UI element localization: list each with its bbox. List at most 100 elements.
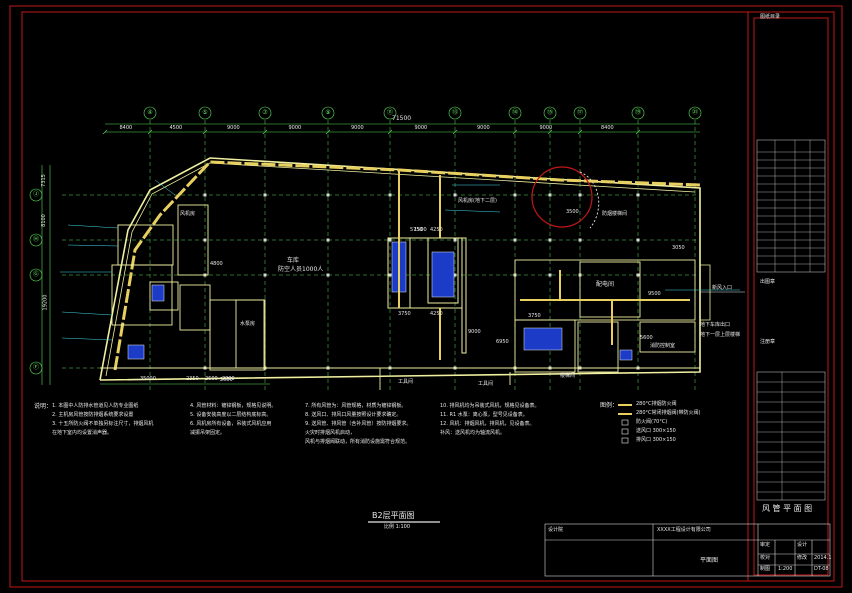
misc-dimension-value: 4250	[430, 227, 443, 233]
structural-column	[263, 238, 267, 242]
column-axis-bubble	[258, 106, 272, 120]
dimension-tick	[202, 129, 208, 135]
title-company: 设计院	[548, 527, 564, 533]
structural-column	[636, 273, 640, 277]
note-line: 12. 风机：排烟风机，排风机，见设备表。	[440, 421, 535, 427]
misc-dimension-value: 5600	[640, 335, 653, 341]
top-dimension-value: 4500	[169, 125, 183, 131]
dimension-tick	[635, 129, 641, 135]
structural-column	[326, 193, 330, 197]
drawing-list-rows	[757, 140, 825, 272]
structural-column	[548, 238, 552, 242]
column-axis-bubble	[383, 106, 397, 120]
shaft-ducts	[398, 170, 441, 360]
column-axis-bubble	[573, 106, 587, 120]
column-axis-bubble	[143, 106, 157, 120]
main-supply-duct	[113, 160, 701, 371]
column-axis-bubble	[631, 106, 645, 120]
title-drawn: 制图	[760, 566, 771, 572]
plan-subtitle: 比例 1:100	[384, 524, 410, 530]
row-axis-label: Ⓙ	[32, 191, 39, 198]
plan-title: B2层平面图	[372, 511, 415, 520]
column-axis-bubble	[198, 106, 212, 120]
note-line: 在地下室内均设置消声器。	[52, 430, 113, 436]
title-date: 2014.1	[814, 555, 832, 561]
structural-column	[513, 238, 517, 242]
column-axis-label: ㉑	[691, 109, 698, 116]
drawing-list-table	[756, 139, 826, 273]
note-line: 5. 设备安装高度以二层结构底标高。	[190, 412, 272, 418]
note-line: 火灾时排烟风机启动，	[305, 430, 356, 436]
dimension-tick	[147, 129, 153, 135]
room-label-corridor: 工具间	[398, 379, 414, 385]
note-line: 7. 所有风管为：风管规格，材质为镀锌钢板。	[305, 403, 407, 409]
right-inner-box	[753, 17, 829, 576]
misc-dimension-value: 3750	[528, 313, 541, 319]
room-label-water-pump: 水泵房	[240, 321, 256, 327]
dimension-tick	[102, 129, 108, 135]
structural-column	[326, 238, 330, 242]
structural-columns	[203, 193, 640, 370]
dimension-tick	[512, 129, 518, 135]
structural-column	[548, 273, 552, 277]
bottom-dimension-value: 2600	[205, 376, 218, 382]
misc-dimension-value: 3050	[672, 245, 685, 251]
dimension-tick	[547, 129, 553, 135]
room-label-fan-room-a: 风机房(地下二层)	[458, 198, 497, 204]
row-axis-label: Ⓗ	[32, 236, 39, 243]
note-line: 1. 本图中人防排水管道见人防专业图纸	[52, 403, 139, 409]
room-label-ramp-up: 地下一层上层楼梯	[700, 332, 741, 338]
legend-heading: 图例：	[600, 402, 619, 409]
vertical-grid-axes	[149, 120, 696, 390]
column-axis-label: ⑪	[386, 109, 393, 116]
note-line: 11. R1 水泵：离心泵，型号见设备表。	[440, 412, 528, 418]
top-dimension-value: 8400	[601, 125, 614, 131]
outer-frame	[9, 5, 843, 588]
title-drawing: 平面图	[700, 557, 719, 564]
note-line: 3. 十五所防火阀不单独另标注尺寸，排烟风机	[52, 421, 154, 427]
top-total-dimension: 71500	[392, 115, 412, 122]
column-axis-label: ⑰	[576, 109, 583, 116]
dimension-tick	[325, 129, 331, 135]
building-outline	[99, 157, 701, 381]
structural-column	[453, 273, 457, 277]
column-axis-label: ④	[147, 109, 153, 116]
top-dimension-value: 9000	[539, 125, 553, 131]
column-axis-label: ⑭	[511, 109, 518, 116]
note-line: 补风：送风机均为轴流风机。	[440, 430, 506, 436]
top-dimension-value: 9000	[227, 125, 240, 131]
row-axis-label: Ⓕ	[32, 364, 39, 371]
column-axis-bubble	[448, 106, 462, 120]
drawing-big-title: 风 管 平 面 图	[762, 504, 813, 513]
right-stamp-mid: 出图章	[760, 279, 776, 285]
room-label-air-entry: 新风入口	[712, 285, 733, 291]
misc-dimension-value: 9500	[648, 291, 661, 297]
title-approval: 审定	[760, 542, 771, 548]
note-line: 4. 风管材料：镀锌钢板，规格见说明。	[190, 403, 277, 409]
bottom-dimension-value: 2350	[186, 376, 199, 382]
structural-column	[453, 238, 457, 242]
dimension-tick	[452, 129, 458, 135]
misc-dimension-value: 1500	[414, 227, 427, 233]
title-design: 设计	[797, 542, 808, 548]
left-dimension-value: 8100	[40, 214, 47, 227]
column-axis-bubble	[508, 106, 522, 120]
misc-dimension-value: 3500	[566, 209, 579, 215]
room-label-garage-capacity: 防空人员1000人	[278, 266, 324, 273]
misc-dimension-value: 9000	[468, 329, 481, 335]
dimension-tick	[262, 129, 268, 135]
legend-item: 280°C排烟防火阀	[636, 401, 677, 407]
note-line: 6. 风机房所有设备，吊装式风机应用	[190, 421, 272, 427]
structural-column	[326, 273, 330, 277]
structural-column	[263, 193, 267, 197]
room-label-toilet: 工具间	[478, 381, 494, 387]
structural-column	[203, 193, 207, 197]
column-axis-label: ⑨	[325, 109, 331, 116]
bottom-dimension-value: 35000	[140, 376, 156, 382]
room-label-exit-ramp: 地下车库出口	[700, 322, 731, 328]
note-line: 减振吊架固定。	[190, 430, 226, 436]
top-dimension-value: 9000	[477, 125, 490, 131]
legend-item: 送风口 300×150	[636, 428, 676, 434]
dimension-tick	[387, 129, 393, 135]
